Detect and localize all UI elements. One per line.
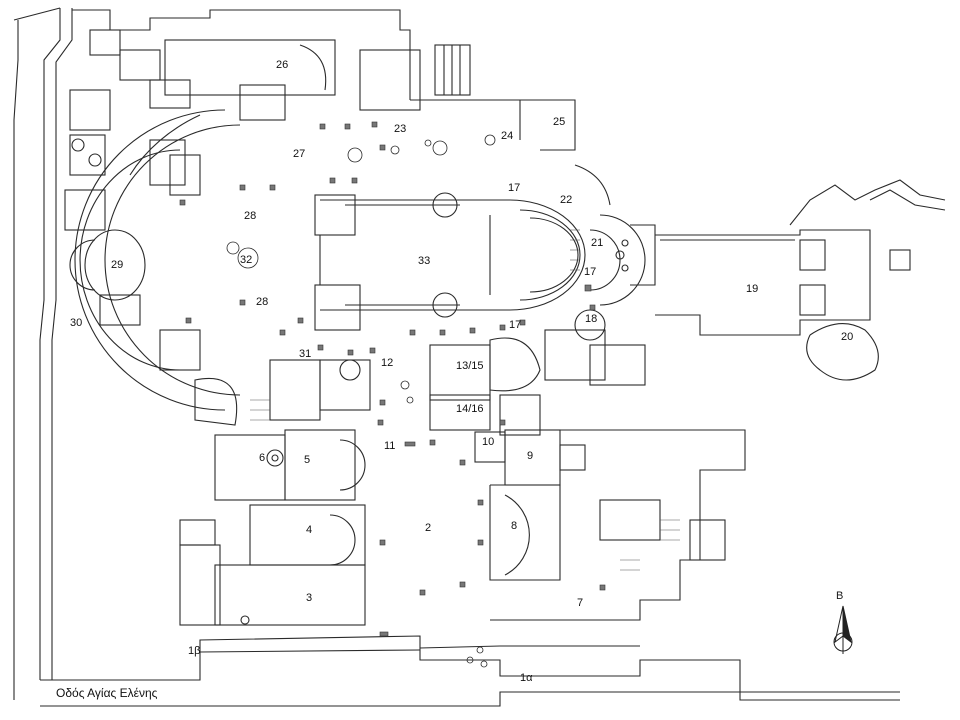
label-31: 31	[299, 348, 312, 360]
east-apse-complex	[574, 164, 656, 306]
label-5: 5	[304, 454, 311, 466]
label-1a: 1α	[520, 672, 533, 684]
hatched-walls	[250, 229, 680, 571]
label-10: 10	[482, 436, 495, 448]
central-courtyard	[269, 309, 646, 436]
label-27: 27	[293, 148, 306, 160]
street-name: Οδός Αγίας Ελένης	[56, 686, 158, 700]
north-complex	[69, 9, 576, 151]
label-24: 24	[501, 130, 514, 142]
label-29: 29	[111, 259, 124, 271]
label-9: 9	[527, 450, 534, 462]
label-13-15: 13/15	[456, 360, 484, 372]
west-boundary-wall	[13, 7, 73, 700]
west-semicircular-complex	[64, 109, 241, 426]
label-12: 12	[381, 357, 394, 369]
label-28-south: 28	[256, 296, 269, 308]
label-32: 32	[240, 254, 253, 266]
north-letter: B	[836, 590, 844, 602]
label-4: 4	[306, 524, 313, 536]
label-22: 22	[560, 194, 573, 206]
column-bases	[179, 121, 606, 637]
label-28-north: 28	[244, 210, 257, 222]
label-23: 23	[394, 123, 407, 135]
label-17-east: 17	[584, 266, 597, 278]
label-3: 3	[306, 592, 313, 604]
label-1b: 1β	[188, 645, 201, 657]
label-33: 33	[418, 255, 431, 267]
label-26: 26	[276, 59, 289, 71]
label-2: 2	[425, 522, 432, 534]
column-drums	[226, 134, 496, 668]
label-25: 25	[553, 116, 566, 128]
label-21: 21	[591, 237, 604, 249]
east-building-19	[655, 179, 946, 381]
label-17-north: 17	[508, 182, 521, 194]
label-30: 30	[70, 317, 83, 329]
label-20: 20	[841, 331, 854, 343]
label-11: 11	[384, 440, 396, 452]
label-17-south: 17	[509, 319, 522, 331]
label-8: 8	[511, 520, 518, 532]
south-street-lines	[40, 635, 900, 707]
label-19: 19	[746, 283, 759, 295]
label-14-16: 14/16	[456, 403, 484, 415]
central-church-33	[314, 192, 586, 331]
label-7: 7	[577, 597, 584, 609]
north-arrow-icon	[833, 605, 853, 654]
south-west-buildings	[179, 429, 366, 626]
label-18: 18	[585, 313, 598, 325]
label-6: 6	[259, 452, 266, 464]
